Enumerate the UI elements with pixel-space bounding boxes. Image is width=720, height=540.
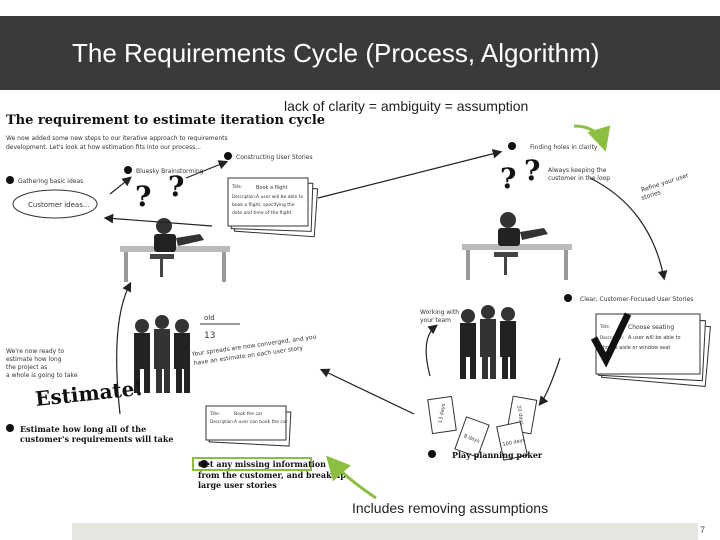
card-2-desc-label: Description:: [600, 335, 624, 340]
step-4-label: Finding holes in clarity: [530, 144, 598, 151]
step-5-marker: [564, 294, 572, 302]
poker-card-4: 100 days: [502, 437, 526, 448]
idea-cloud: [12, 189, 98, 219]
callout-bottom: Includes removing assumptions: [352, 500, 549, 516]
step-5-label: Clear, Customer-Focused User Stories: [580, 296, 693, 303]
note-working-2: your team: [420, 317, 451, 324]
question-mark-4: ?: [524, 154, 540, 187]
step-8-line1: Estimate how long all of the: [20, 424, 146, 434]
step-6-label: Play planning poker: [452, 450, 543, 460]
step-2-label: Bluesky Brainstorming: [136, 168, 204, 175]
note-old: old: [204, 314, 215, 322]
step-7-marker: [200, 460, 208, 468]
question-mark-1: ?: [135, 180, 151, 213]
step-3-label: Constructing User Stories: [236, 154, 313, 161]
planning-poker-cards: 13 days 8 days 20 days 100 days: [427, 395, 538, 461]
arrow-2-3: [185, 160, 229, 179]
arrow-poker-team: [425, 324, 438, 377]
team-illustration-right: [460, 305, 516, 379]
checkmark-icon: [590, 312, 632, 368]
desk-scene-right: [462, 212, 572, 280]
figure-heading: The requirement to estimate iteration cy…: [6, 113, 325, 128]
green-arrow-top: [573, 124, 611, 152]
question-mark-2: ?: [168, 170, 184, 203]
poker-card-1: 13 days: [438, 403, 447, 424]
step-1-label: Gathering basic ideas: [18, 178, 83, 185]
title-bar: [0, 16, 720, 90]
card-1-desc-1: A user will be able to: [256, 194, 303, 200]
arrow-refine: [589, 177, 668, 281]
note-keeping-2: customer in the loop: [548, 175, 610, 182]
step-4-marker: [508, 142, 516, 150]
callout-top: lack of clarity = ambiguity = assumption: [284, 98, 529, 114]
step-7-line3: large user stories: [198, 480, 277, 490]
green-arrow-bottom: [326, 455, 377, 500]
story-cards-stack: Title: Book a flight Description: A user…: [227, 177, 319, 238]
step-6-marker: [428, 450, 436, 458]
card-1-desc-label: Description:: [232, 194, 256, 199]
poker-card-2: 8 days: [463, 433, 481, 444]
step-3-marker: [224, 152, 232, 160]
card-3-title: Book the car: [234, 411, 263, 417]
iteration-cycle-illustration: The requirement to estimate iteration cy…: [6, 113, 711, 500]
card-1-title: Book a flight: [256, 185, 288, 191]
note-ready-4: a whole is going to take: [6, 372, 78, 379]
arrow-to-ideas: [103, 213, 213, 227]
card-3-title-label: Title:: [209, 411, 220, 416]
note-refine-1: Refine your user: [640, 172, 690, 194]
note-ready-2: estimate how long: [6, 356, 62, 363]
card-3-desc-label: Description:: [210, 419, 234, 424]
note-keeping-1: Always keeping the: [548, 167, 607, 174]
highlight-box: [192, 457, 312, 471]
arrow-3-4: [317, 149, 503, 199]
arrow-5-poker: [538, 357, 561, 406]
card-1-title-label: Title:: [231, 184, 242, 189]
bottom-story-cards: Title: Book the car Description: A user …: [205, 405, 292, 447]
page-number: 7: [700, 525, 706, 535]
arrow-1-2: [109, 176, 132, 195]
poker-card-3: 20 days: [515, 405, 524, 426]
estimate-headline: Estimate!: [34, 376, 144, 411]
figure-intro-line1: We now added some new steps to our itera…: [6, 135, 228, 142]
clear-story-cards: Title: Choose seating Description: A use…: [595, 313, 711, 387]
note-ready-3: the project as: [6, 364, 47, 371]
card-1-desc-3: date and time of the flight: [232, 210, 291, 216]
card-2-desc-2: choose aisle or window seat: [600, 345, 670, 351]
step-1-marker: [6, 176, 14, 184]
step-7-line2: from the customer, and break up: [198, 470, 346, 480]
note-old-value: 13: [204, 331, 215, 341]
step-8-marker: [6, 424, 14, 432]
arrow-poker-estimate: [319, 368, 415, 415]
card-2-desc-1: A user will be able to: [628, 335, 681, 341]
slide-title: The Requirements Cycle (Process, Algorit…: [72, 38, 600, 68]
card-1-desc-2: book a flight, specifying the: [232, 202, 295, 208]
step-8-line2: customer's requirements will take: [20, 434, 173, 444]
figure-intro-line2: development. Let's look at how estimatio…: [6, 144, 201, 151]
question-mark-3: ?: [500, 162, 516, 195]
card-2-title-label: Title:: [599, 324, 610, 329]
note-ready-1: We're now ready to: [6, 348, 64, 355]
team-illustration-left: [134, 315, 190, 393]
card-3-desc: A user can book the car: [234, 419, 288, 425]
desk-scene-left: [120, 218, 230, 282]
step-2-marker: [124, 166, 132, 174]
step-7-line1: Get any missing information: [198, 459, 326, 469]
footer-bar: [72, 523, 698, 540]
card-2-title: Choose seating: [628, 324, 674, 331]
note-working-1: Working with: [420, 309, 459, 316]
arrow-estimate-up: [116, 281, 132, 415]
idea-cloud-text: Customer ideas...: [28, 201, 90, 209]
